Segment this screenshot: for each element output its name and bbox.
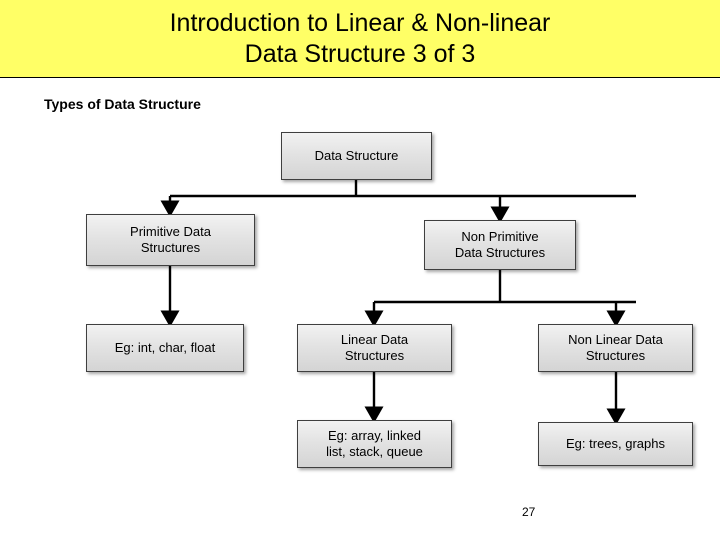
- node-non-linear-data-structures[interactable]: Non Linear Data Structures: [538, 324, 693, 372]
- node-non-primitive-data-structures-label: Non Primitive Data Structures: [454, 229, 546, 260]
- node-eg-non-linear[interactable]: Eg: trees, graphs: [538, 422, 693, 466]
- node-eg-non-linear-label: Eg: trees, graphs: [566, 436, 665, 451]
- node-data-structure-label: Data Structure: [314, 148, 399, 163]
- title-banner: Introduction to Linear & Non-linear Data…: [0, 0, 720, 78]
- node-linear-data-structures[interactable]: Linear Data Structures: [297, 324, 452, 372]
- node-non-linear-data-structures-label: Non Linear Data Structures: [568, 332, 663, 363]
- node-data-structure[interactable]: Data Structure: [281, 132, 432, 180]
- node-eg-linear[interactable]: Eg: array, linked list, stack, queue: [297, 420, 452, 468]
- title-line-2: Data Structure 3 of 3: [244, 39, 476, 68]
- node-non-primitive-data-structures[interactable]: Non Primitive Data Structures: [424, 220, 576, 270]
- node-eg-primitive[interactable]: Eg: int, char, float: [86, 324, 244, 372]
- title-line-1: Introduction to Linear & Non-linear: [169, 8, 551, 37]
- node-primitive-data-structures[interactable]: Primitive Data Structures: [86, 214, 255, 266]
- section-heading: Types of Data Structure: [44, 96, 201, 112]
- node-eg-linear-label: Eg: array, linked list, stack, queue: [326, 428, 423, 459]
- node-linear-data-structures-label: Linear Data Structures: [340, 332, 409, 363]
- node-eg-primitive-label: Eg: int, char, float: [114, 340, 216, 355]
- node-primitive-data-structures-label: Primitive Data Structures: [130, 224, 211, 255]
- page-number: 27: [522, 505, 536, 519]
